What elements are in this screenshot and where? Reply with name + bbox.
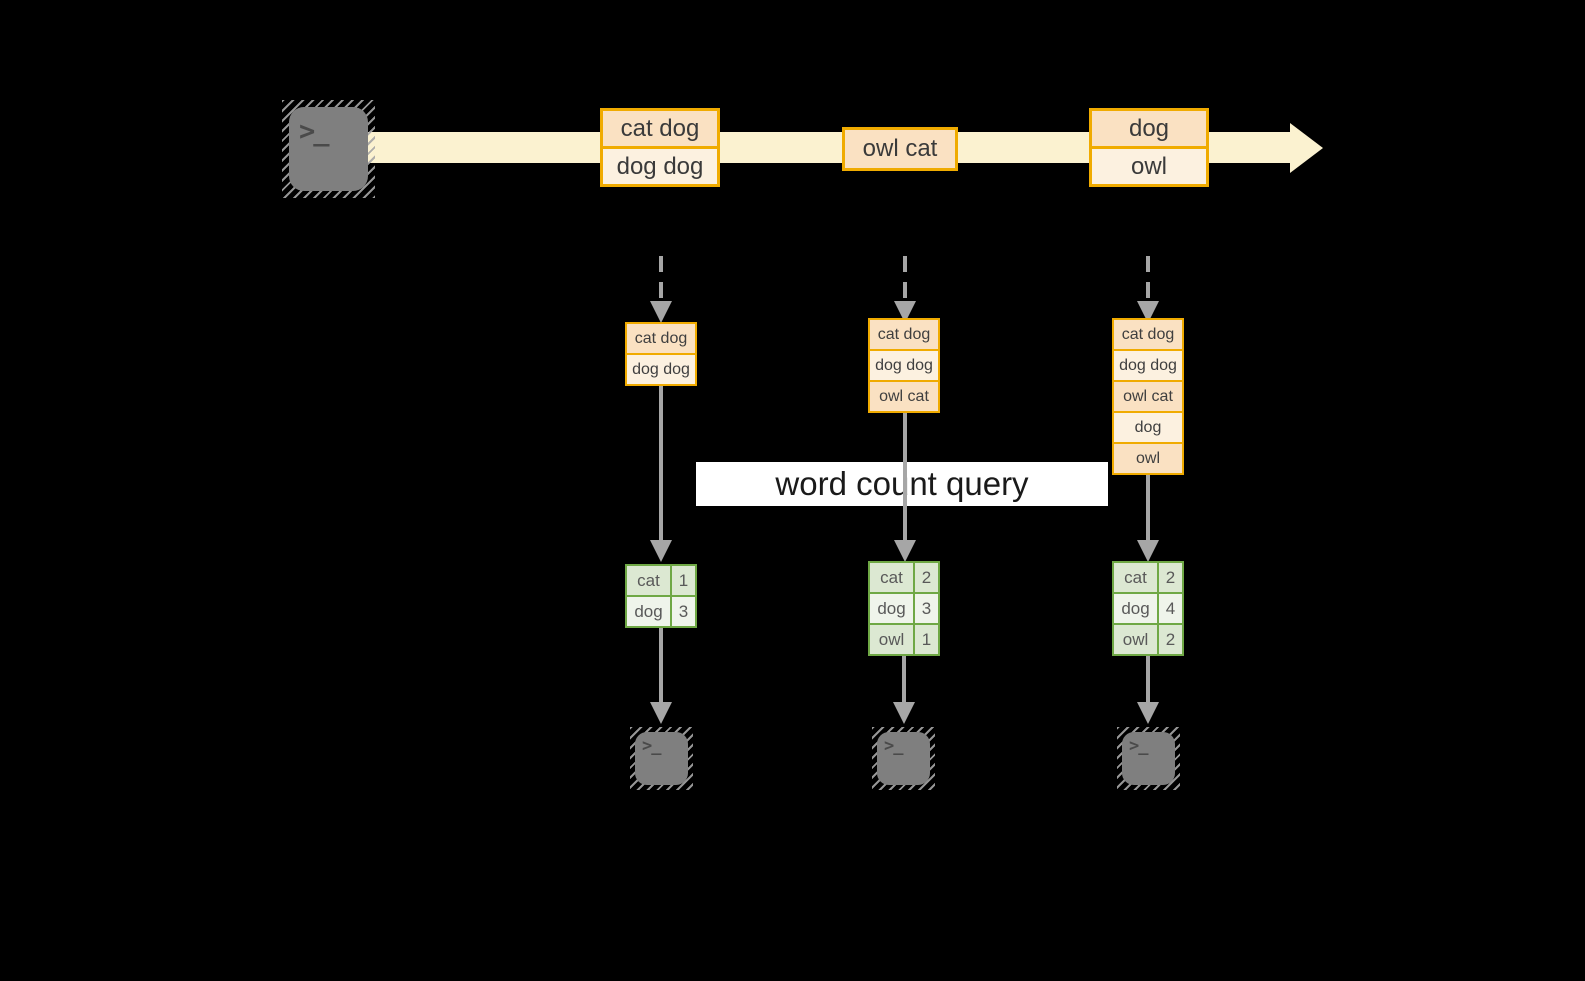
terminal-icon: >_ bbox=[630, 727, 693, 790]
count-cell: 1 bbox=[915, 625, 938, 654]
word-cell: owl bbox=[870, 625, 915, 654]
stream-record: owl bbox=[1092, 146, 1206, 184]
table-row: dog 4 bbox=[1114, 592, 1182, 623]
word-cell: cat bbox=[870, 563, 915, 592]
dashed-arrow bbox=[1146, 256, 1150, 304]
arrow-shaft bbox=[659, 628, 663, 702]
terminal-icon-body bbox=[289, 107, 368, 191]
terminal-prompt-glyph: >_ bbox=[642, 736, 662, 756]
arrow-shaft bbox=[902, 656, 906, 702]
arrow-shaft bbox=[1146, 656, 1150, 702]
count-cell: 4 bbox=[1159, 594, 1182, 623]
word-count-table-1: cat 1 dog 3 bbox=[625, 564, 697, 628]
input-record: owl cat bbox=[1114, 380, 1182, 411]
arrowhead-icon bbox=[650, 702, 672, 724]
dashed-arrowhead-icon bbox=[894, 301, 916, 323]
arrowhead-icon bbox=[1137, 702, 1159, 724]
word-count-table-3: cat 2 dog 4 owl 2 bbox=[1112, 561, 1184, 656]
terminal-prompt-glyph: >_ bbox=[1129, 736, 1149, 756]
word-cell: owl bbox=[1114, 625, 1159, 654]
table-row: cat 2 bbox=[870, 563, 938, 592]
input-record: cat dog bbox=[627, 324, 695, 353]
terminal-icon-body bbox=[635, 732, 688, 785]
count-cell: 2 bbox=[1159, 625, 1182, 654]
stream-record: cat dog bbox=[603, 111, 717, 146]
input-record: dog dog bbox=[627, 353, 695, 384]
word-cell: dog bbox=[1114, 594, 1159, 623]
word-cell: dog bbox=[870, 594, 915, 623]
stream-batch-1: cat dog dog dog bbox=[600, 108, 720, 187]
count-cell: 3 bbox=[672, 597, 695, 626]
table-row: cat 1 bbox=[627, 566, 695, 595]
terminal-icon-body bbox=[1122, 732, 1175, 785]
table-row: dog 3 bbox=[627, 595, 695, 626]
count-cell: 2 bbox=[915, 563, 938, 592]
terminal-icon: >_ bbox=[1117, 727, 1180, 790]
count-cell: 1 bbox=[672, 566, 695, 595]
word-cell: cat bbox=[627, 566, 672, 595]
terminal-icon: >_ bbox=[872, 727, 935, 790]
terminal-prompt-glyph: >_ bbox=[299, 116, 329, 147]
table-row: dog 3 bbox=[870, 592, 938, 623]
input-record: dog dog bbox=[1114, 349, 1182, 380]
input-records-3: cat dog dog dog owl cat dog owl bbox=[1112, 318, 1184, 475]
query-banner: word count query bbox=[696, 462, 1108, 506]
dashed-arrow bbox=[659, 256, 663, 304]
arrow-shaft bbox=[659, 386, 663, 540]
stream-record: dog bbox=[1092, 111, 1206, 146]
word-cell: dog bbox=[627, 597, 672, 626]
count-cell: 2 bbox=[1159, 563, 1182, 592]
input-record: cat dog bbox=[870, 320, 938, 349]
dashed-arrowhead-icon bbox=[1137, 301, 1159, 323]
table-row: owl 2 bbox=[1114, 623, 1182, 654]
terminal-icon: >_ bbox=[282, 100, 375, 198]
arrowhead-icon bbox=[893, 702, 915, 724]
terminal-icon-body bbox=[877, 732, 930, 785]
table-row: owl 1 bbox=[870, 623, 938, 654]
word-count-table-2: cat 2 dog 3 owl 1 bbox=[868, 561, 940, 656]
input-record: dog dog bbox=[870, 349, 938, 380]
stream-batch-3: dog owl bbox=[1089, 108, 1209, 187]
stream-arrowhead-icon bbox=[1290, 123, 1323, 173]
query-banner-label: word count query bbox=[775, 465, 1029, 502]
input-record: owl bbox=[1114, 442, 1182, 473]
input-records-1: cat dog dog dog bbox=[625, 322, 697, 386]
terminal-prompt-glyph: >_ bbox=[884, 736, 904, 756]
count-cell: 3 bbox=[915, 594, 938, 623]
arrow-shaft bbox=[1146, 475, 1150, 540]
arrowhead-icon bbox=[650, 540, 672, 562]
dashed-arrow bbox=[903, 256, 907, 304]
stream-batch-2: owl cat bbox=[842, 127, 958, 171]
dashed-arrowhead-icon bbox=[650, 301, 672, 323]
stream-record: dog dog bbox=[603, 146, 717, 184]
input-record: dog bbox=[1114, 411, 1182, 442]
arrow-shaft bbox=[903, 413, 907, 540]
stream-record: owl cat bbox=[845, 130, 955, 168]
input-records-2: cat dog dog dog owl cat bbox=[868, 318, 940, 413]
input-record: cat dog bbox=[1114, 320, 1182, 349]
word-cell: cat bbox=[1114, 563, 1159, 592]
table-row: cat 2 bbox=[1114, 563, 1182, 592]
arrowhead-icon bbox=[1137, 540, 1159, 562]
arrowhead-icon bbox=[894, 540, 916, 562]
input-record: owl cat bbox=[870, 380, 938, 411]
